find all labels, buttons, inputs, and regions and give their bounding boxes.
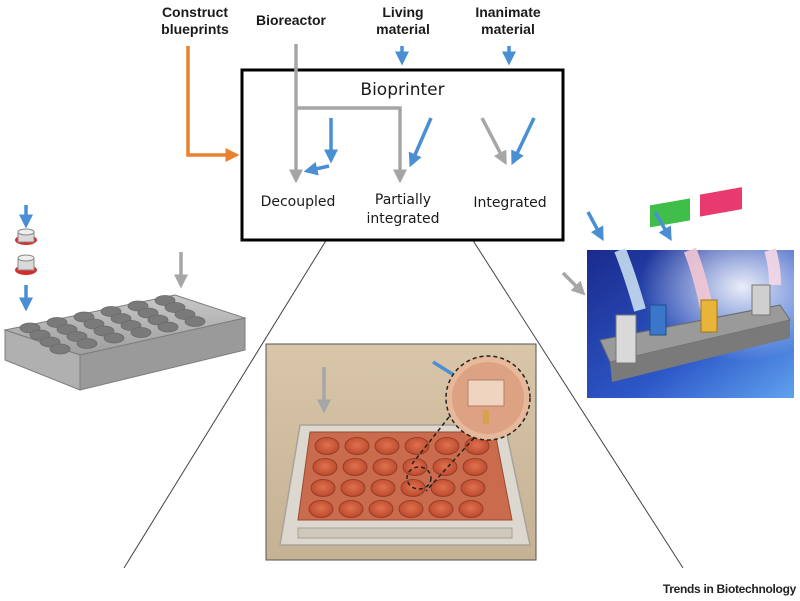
- construct-blueprints-label: Construct blueprints: [150, 4, 240, 38]
- photo-well: [370, 479, 396, 497]
- photo-well: [344, 437, 370, 455]
- center-well-plate-photo: [265, 343, 537, 561]
- partially-integrated-line-2: integrated: [366, 211, 440, 227]
- mode-decoupled-label: Decoupled: [260, 194, 336, 210]
- right-integrated-render: [561, 187, 794, 398]
- photo-well: [462, 458, 488, 476]
- cad-well: [103, 332, 125, 344]
- cad-well: [184, 316, 206, 327]
- photo-well: [314, 437, 340, 455]
- cad-well: [130, 327, 152, 338]
- photo-well: [430, 479, 456, 497]
- blueprint-arrow: [186, 46, 240, 162]
- photo-well: [428, 500, 454, 518]
- inanimate-material-line-2: material: [481, 21, 535, 37]
- living-material-line-2: material: [376, 21, 430, 37]
- construct-blueprints-line-1: Construct: [161, 4, 229, 20]
- mode-partially-integrated-label: Partially integrated: [355, 191, 451, 229]
- decoupled-transfer-arrow: [303, 161, 330, 176]
- photo-well: [460, 479, 486, 497]
- bioreactor-label: Bioreactor: [255, 12, 327, 28]
- cad-well: [49, 343, 71, 355]
- journal-credit: Trends in Biotechnology: [662, 582, 796, 596]
- photo-well: [368, 500, 394, 518]
- living-material-label: Living material: [365, 4, 441, 38]
- partially-integrated-line-1: Partially: [374, 192, 432, 208]
- cad-well: [76, 338, 98, 349]
- photo-well: [434, 437, 460, 455]
- photo-well: [374, 437, 400, 455]
- photo-well: [458, 500, 484, 518]
- partial-material-arrow: [408, 117, 433, 168]
- cad-well: [157, 321, 179, 333]
- photo-well: [464, 437, 490, 455]
- photo-well: [340, 479, 366, 497]
- mode-integrated-label: Integrated: [473, 195, 547, 211]
- photo-well: [372, 458, 398, 476]
- photo-well: [342, 458, 368, 476]
- integrated-material-arrow: [511, 117, 536, 166]
- photo-well: [398, 500, 424, 518]
- zoom-line-left: [123, 199, 352, 569]
- living-material-line-1: Living: [382, 4, 424, 20]
- zoom-line-right: [446, 199, 684, 569]
- photo-well: [308, 500, 334, 518]
- inanimate-material-label: Inanimate material: [464, 4, 552, 38]
- photo-well: [338, 500, 364, 518]
- inanimate-material-line-1: Inanimate: [475, 4, 541, 20]
- bioprinter-title: Bioprinter: [360, 80, 445, 100]
- integrated-bioreactor-arrow: [480, 117, 507, 166]
- left-plate-render: [3, 205, 247, 391]
- photo-well: [310, 479, 336, 497]
- bioreactor-branch: [296, 106, 407, 184]
- photo-well: [432, 458, 458, 476]
- photo-well: [312, 458, 338, 476]
- construct-blueprints-line-2: blueprints: [161, 21, 229, 37]
